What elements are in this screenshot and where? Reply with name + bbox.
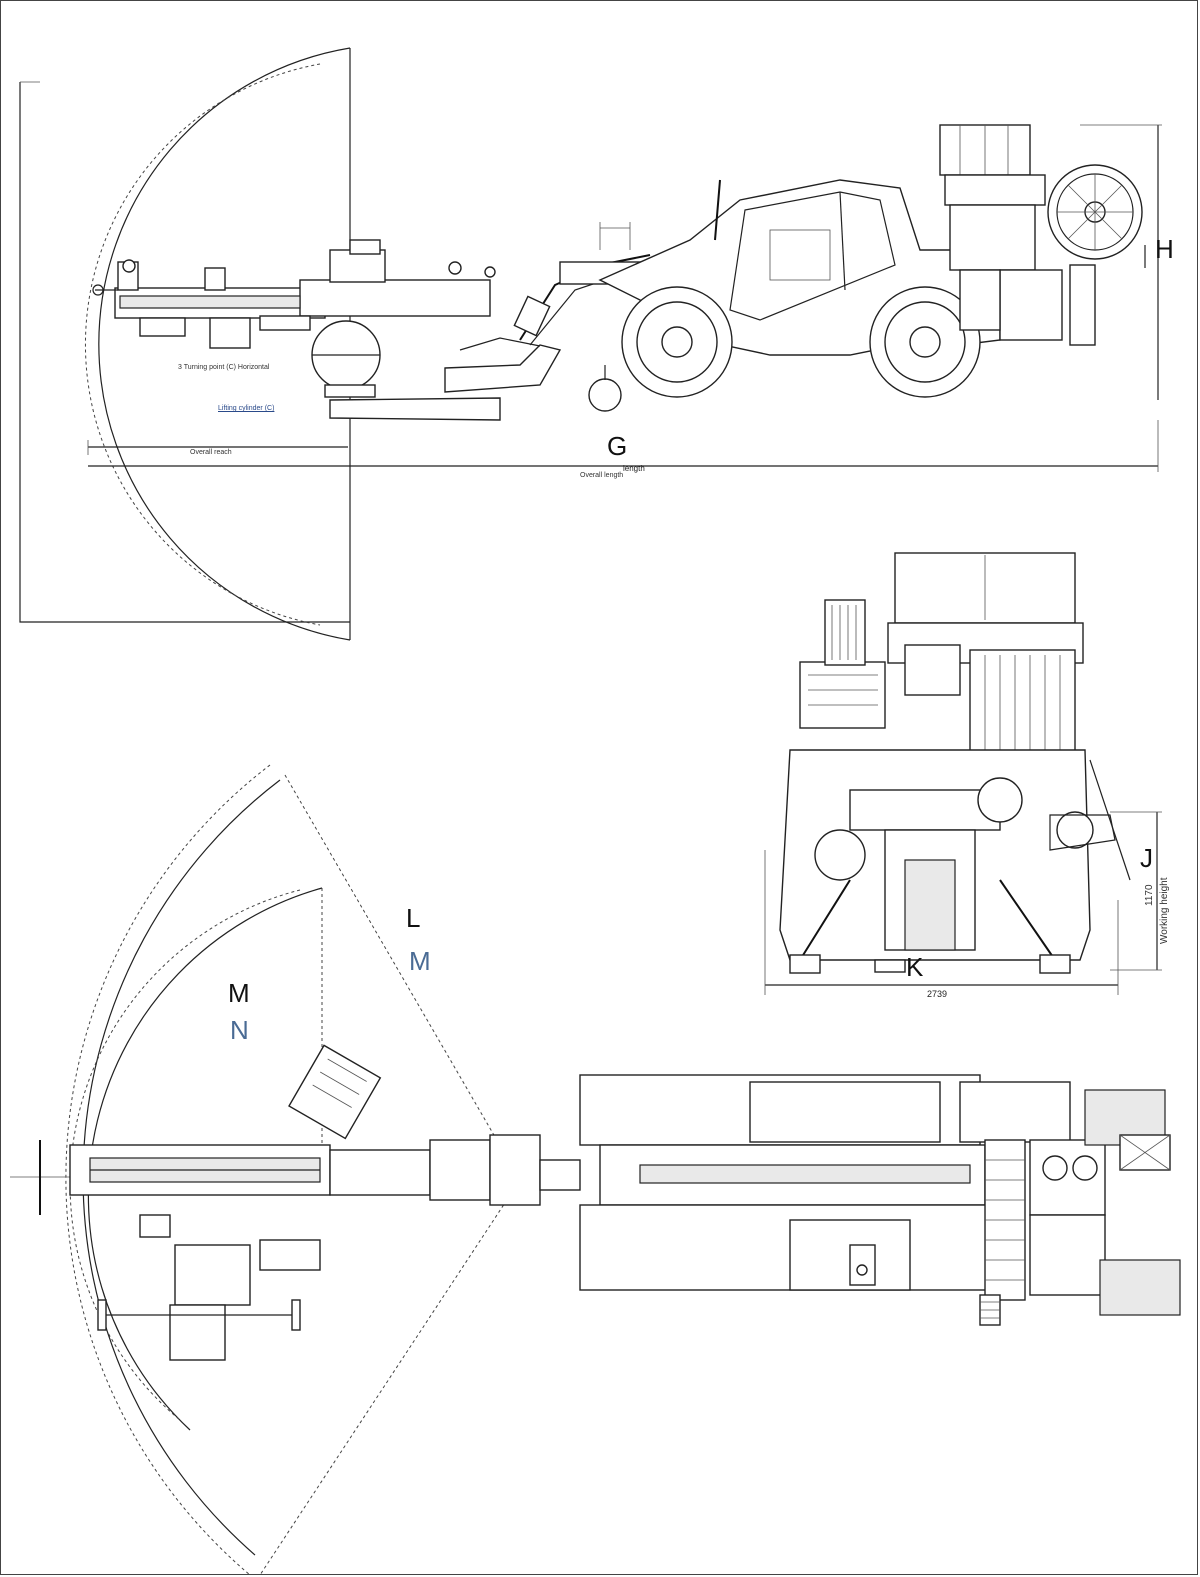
label-M: M — [228, 978, 250, 1008]
working-height-caption: Working height — [1159, 877, 1170, 944]
label-M-blue: M — [409, 946, 431, 976]
label-G: G — [607, 431, 628, 461]
label-K: K — [906, 952, 924, 982]
plan-view — [10, 764, 1181, 1576]
side-elevation-view — [19, 47, 1162, 641]
label-H: H — [1155, 234, 1174, 264]
label-G-suffix: length — [623, 464, 645, 473]
annotation-lifting-cylinder: Lifting cylinder (C) — [218, 405, 275, 412]
annotation-turning-point: 3 Turning point (C) Horizontal — [178, 364, 270, 371]
dimension-width: 2739 — [927, 989, 948, 999]
label-L: L — [406, 903, 421, 933]
rear-view — [764, 552, 1162, 995]
dimension-height: 1170 — [1144, 884, 1155, 906]
label-N: N — [230, 1015, 249, 1045]
label-J: J — [1140, 843, 1153, 873]
annotation-overall-reach: Overall reach — [190, 449, 232, 456]
annotation-overall-length: Overall length — [580, 472, 624, 479]
